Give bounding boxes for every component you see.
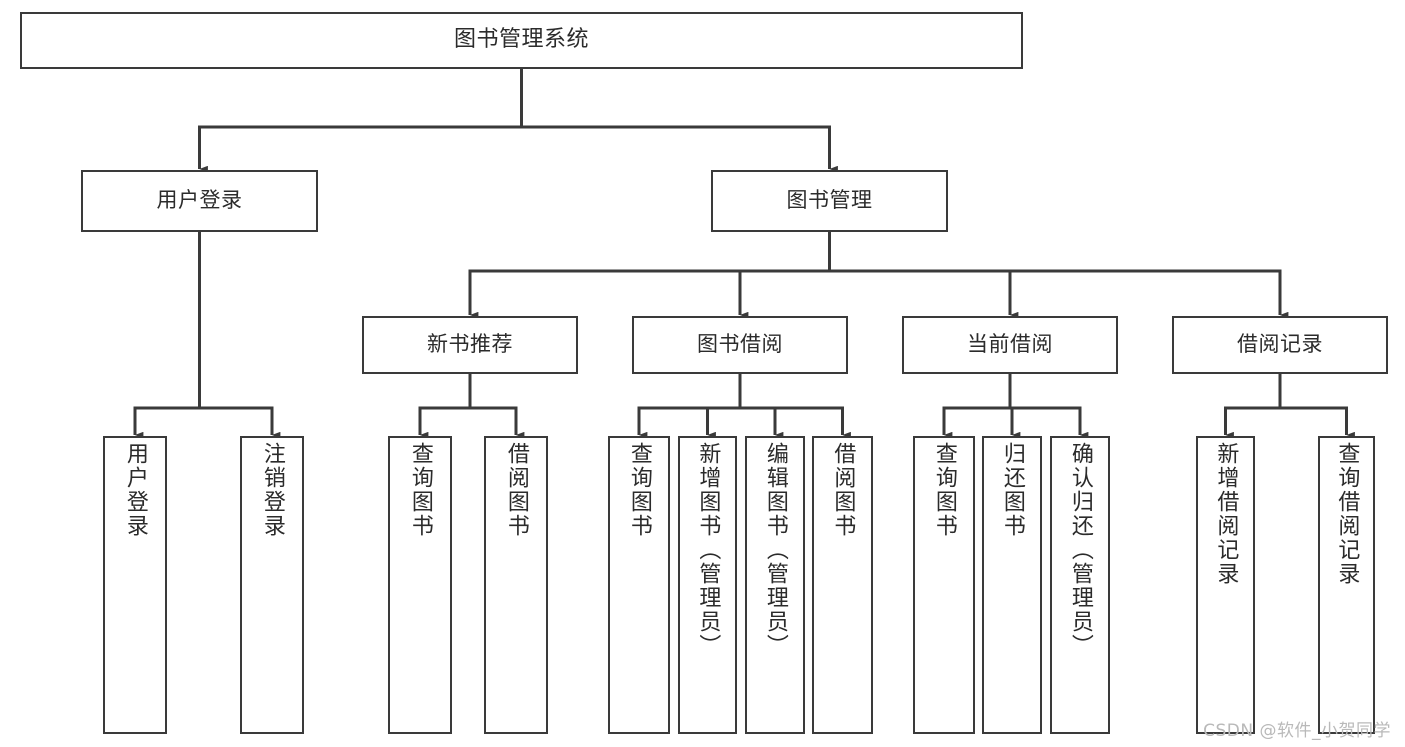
node-label-login: 用户登录 — [156, 188, 243, 213]
node-label-newbook: 新书推荐 — [427, 332, 513, 357]
node-label-leaf-cu-query: 查询图书 — [931, 442, 957, 538]
node-leaf-bo-lend[interactable]: 借阅图书 — [812, 436, 873, 734]
node-label-records: 借阅记录 — [1237, 332, 1323, 357]
node-label-current: 当前借阅 — [967, 332, 1053, 357]
node-label-leaf-logout: 注销登录 — [259, 442, 285, 538]
node-label-root: 图书管理系统 — [453, 27, 589, 53]
node-label-leaf-nb-borrow: 借阅图书 — [503, 442, 529, 538]
node-current[interactable]: 当前借阅 — [902, 316, 1118, 374]
node-leaf-cu-query[interactable]: 查询图书 — [913, 436, 975, 734]
node-leaf-nb-borrow[interactable]: 借阅图书 — [484, 436, 548, 734]
node-leaf-re-query[interactable]: 查询借阅记录 — [1318, 436, 1375, 734]
node-label-leaf-bo-query: 查询图书 — [626, 442, 652, 538]
node-label-leaf-bo-edit: 编辑图书（管理员） — [762, 442, 788, 658]
edge-group — [133, 69, 1355, 439]
node-leaf-cu-return[interactable]: 归还图书 — [982, 436, 1042, 734]
node-records[interactable]: 借阅记录 — [1172, 316, 1388, 374]
node-bookmgmt[interactable]: 图书管理 — [711, 170, 948, 232]
node-label-borrow: 图书借阅 — [697, 332, 783, 357]
node-label-leaf-login: 用户登录 — [122, 442, 148, 538]
node-leaf-nb-query[interactable]: 查询图书 — [388, 436, 452, 734]
node-leaf-logout[interactable]: 注销登录 — [240, 436, 304, 734]
node-leaf-bo-add[interactable]: 新增图书（管理员） — [678, 436, 737, 734]
node-borrow[interactable]: 图书借阅 — [632, 316, 848, 374]
node-root[interactable]: 图书管理系统 — [20, 12, 1023, 69]
node-label-leaf-cu-confirm: 确认归还（管理员） — [1067, 442, 1093, 658]
node-leaf-bo-edit[interactable]: 编辑图书（管理员） — [745, 436, 805, 734]
watermark-label: CSDN @软件_小贺同学 — [1203, 721, 1391, 741]
node-label-leaf-re-query: 查询借阅记录 — [1334, 442, 1360, 586]
node-label-leaf-re-add: 新增借阅记录 — [1213, 442, 1239, 586]
node-newbook[interactable]: 新书推荐 — [362, 316, 578, 374]
node-leaf-login[interactable]: 用户登录 — [103, 436, 167, 734]
node-label-bookmgmt: 图书管理 — [786, 188, 873, 213]
node-label-leaf-bo-add: 新增图书（管理员） — [695, 442, 721, 658]
node-leaf-bo-query[interactable]: 查询图书 — [608, 436, 670, 734]
node-leaf-re-add[interactable]: 新增借阅记录 — [1196, 436, 1255, 734]
node-label-leaf-cu-return: 归还图书 — [999, 442, 1025, 538]
node-label-leaf-nb-query: 查询图书 — [407, 442, 433, 538]
node-login[interactable]: 用户登录 — [81, 170, 318, 232]
node-label-leaf-bo-lend: 借阅图书 — [830, 442, 856, 538]
node-leaf-cu-confirm[interactable]: 确认归还（管理员） — [1050, 436, 1110, 734]
